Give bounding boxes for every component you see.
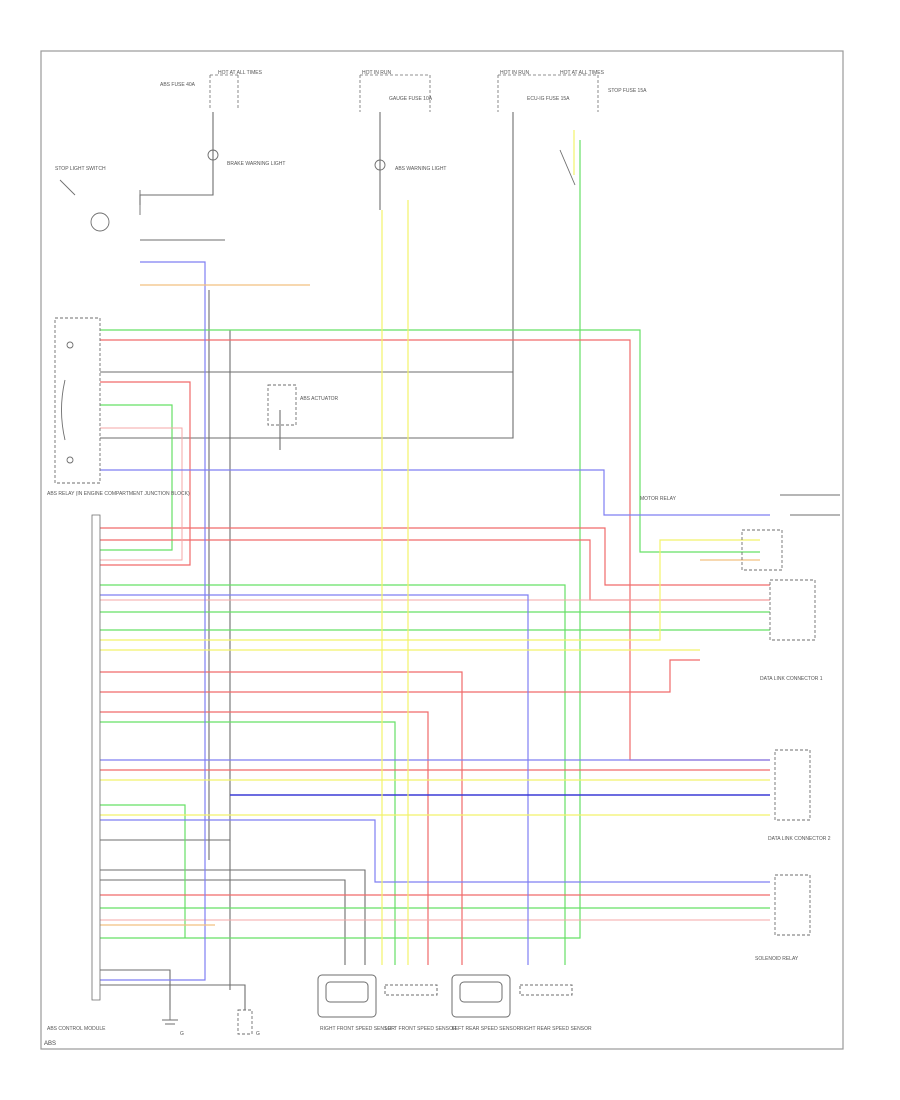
right-rear-sensor-label: RIGHT REAR SPEED SENSOR xyxy=(520,1026,592,1032)
warning-lights xyxy=(207,149,576,186)
solenoid-relay-label: SOLENOID RELAY xyxy=(755,956,799,962)
right-front-sensor xyxy=(317,974,377,1018)
label-hot-at-all-times-left: HOT AT ALL TIMES xyxy=(218,70,263,76)
abs-relay-label: ABS RELAY (IN ENGINE COMPARTMENT JUNCTIO… xyxy=(47,491,190,497)
fuse-texts: ABS FUSE 40A GAUGE FUSE 10A ECU-IG FUSE … xyxy=(160,82,647,102)
wires-red xyxy=(100,339,770,965)
left-front-sensor xyxy=(384,984,438,996)
ground-symbols xyxy=(162,1009,253,1035)
diagram-footer: ABS xyxy=(44,1041,56,1047)
power-labels: HOT AT ALL TIMES HOT IN RUN HOT IN RUN H… xyxy=(218,70,605,76)
brake-warning-light-label: BRAKE WARNING LIGHT xyxy=(227,161,285,167)
ground-right-label: G xyxy=(256,1031,260,1037)
fuse-label-gauge: GAUGE FUSE 10A xyxy=(389,96,433,102)
left-rear-sensor xyxy=(451,974,511,1018)
abs-warning-light-label: ABS WARNING LIGHT xyxy=(395,166,447,172)
fuse-label-ecu-ig: ECU-IG FUSE 15A xyxy=(527,96,570,102)
label-hot-in-run-start: HOT IN RUN xyxy=(362,70,391,76)
data-link-2-label: DATA LINK CONNECTOR 2 xyxy=(768,836,831,842)
diagram-frame xyxy=(40,50,844,1050)
stop-light-switch-label: STOP LIGHT SWITCH xyxy=(55,166,106,172)
right-front-sensor-label: RIGHT FRONT SPEED SENSOR xyxy=(320,1026,395,1032)
abs-relay xyxy=(54,317,101,484)
wires-pink xyxy=(100,427,770,921)
fuse-blocks xyxy=(209,74,599,112)
data-link-connector xyxy=(741,494,840,936)
abs-actuator-label: ABS ACTUATOR xyxy=(300,396,339,402)
right-rear-sensor xyxy=(519,984,573,996)
fuse-label-stop: STOP FUSE 15A xyxy=(608,88,647,94)
wires-orange xyxy=(100,284,760,926)
fuse-label-abs: ABS FUSE 40A xyxy=(160,82,196,88)
wires-yellow xyxy=(100,130,770,965)
abs-actuator-box xyxy=(267,384,297,426)
wires-blue xyxy=(100,261,770,981)
label-hot-at-all-times-right: HOT AT ALL TIMES xyxy=(560,70,605,76)
data-link-label: DATA LINK CONNECTOR 1 xyxy=(760,676,823,682)
left-front-sensor-label: LEFT FRONT SPEED SENSOR xyxy=(385,1026,457,1032)
motor-relay-label: MOTOR RELAY xyxy=(640,496,677,502)
abs-control-module-label: ABS CONTROL MODULE xyxy=(47,1026,106,1032)
wires-green xyxy=(100,140,770,965)
left-rear-sensor-label: LEFT REAR SPEED SENSOR xyxy=(452,1026,521,1032)
wires-black xyxy=(100,112,514,1010)
label-hot-in-run-right: HOT IN RUN xyxy=(500,70,529,76)
abs-control-module xyxy=(91,514,101,1001)
stop-light-switch-left xyxy=(59,179,141,232)
speed-sensors xyxy=(317,974,573,1018)
ground-left-label: G xyxy=(180,1031,184,1037)
